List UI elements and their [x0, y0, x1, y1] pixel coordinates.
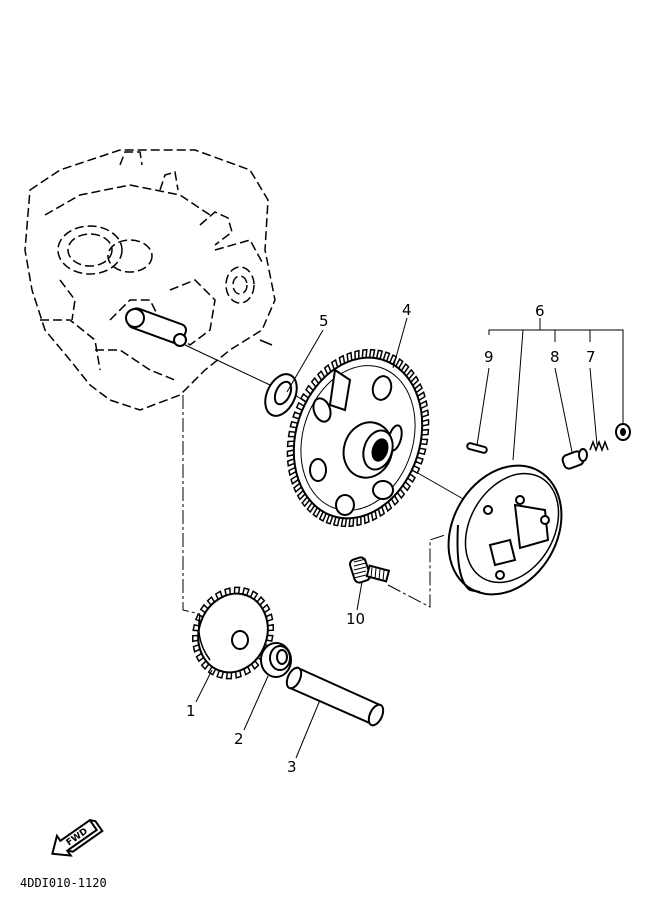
washer-part-5 — [264, 373, 298, 417]
starter-wheel-gear-part-4 — [286, 348, 430, 528]
plunger-part-8 — [561, 448, 588, 470]
callout-10: 10 — [346, 610, 365, 628]
diagram-code: 4DDI010-1120 — [20, 876, 107, 890]
shaft-part-3 — [285, 666, 385, 727]
callout-1: 1 — [186, 702, 196, 720]
callout-9: 9 — [484, 348, 494, 366]
starter-clutch-part-6 — [447, 464, 563, 596]
bolt-part-10 — [348, 556, 391, 584]
callout-5: 5 — [319, 312, 329, 330]
callout-4: 4 — [402, 301, 412, 319]
callout-3: 3 — [287, 758, 297, 776]
callout-6: 6 — [535, 302, 545, 320]
engine-crankcase — [24, 149, 276, 411]
fwd-arrow-icon: FWD — [51, 818, 104, 857]
bushing-part-2 — [260, 642, 292, 678]
idle-gear-part-1 — [191, 586, 275, 680]
callout-7: 7 — [586, 348, 596, 366]
leader-lines — [195, 317, 624, 759]
pin-part-9 — [466, 442, 488, 454]
bolt-part-6 — [615, 423, 631, 441]
callout-2: 2 — [234, 730, 244, 748]
callout-8: 8 — [550, 348, 560, 366]
spring-part-7 — [589, 439, 609, 453]
